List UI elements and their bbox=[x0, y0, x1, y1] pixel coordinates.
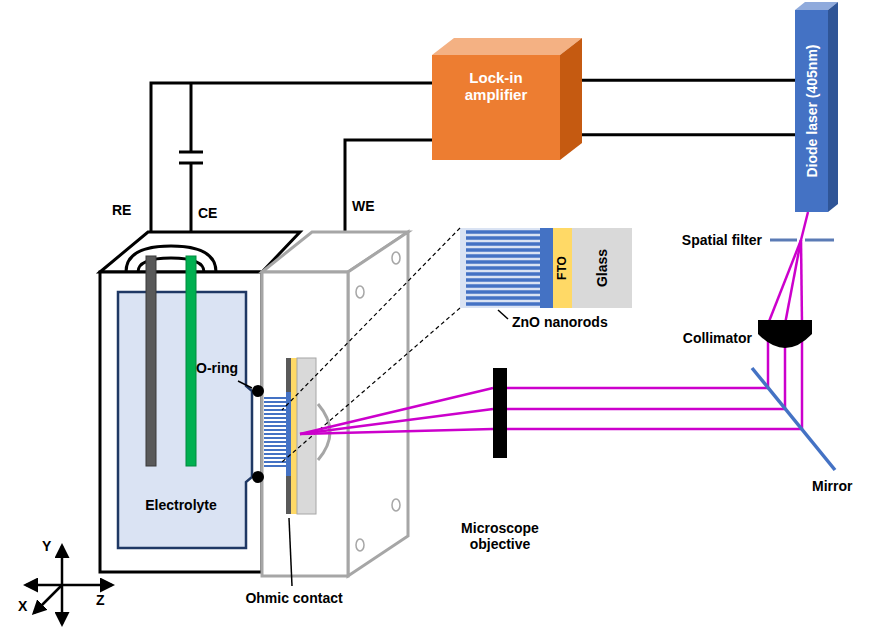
electrolyte-liquid bbox=[118, 292, 252, 548]
fto-layer bbox=[291, 358, 297, 514]
screw bbox=[392, 252, 400, 264]
holder-front-face bbox=[262, 272, 348, 576]
we-wire bbox=[345, 140, 432, 234]
capacitor-plate bbox=[179, 151, 203, 154]
laser-side-face bbox=[828, 2, 838, 212]
lockin-side-face bbox=[560, 38, 582, 160]
mirror bbox=[752, 368, 835, 470]
collimator-lens bbox=[758, 320, 812, 348]
instrument-name: Lock-in amplifier bbox=[448, 69, 544, 104]
layer-name: FTO bbox=[556, 256, 570, 280]
screw bbox=[392, 499, 400, 511]
ce-wire bbox=[190, 83, 193, 152]
axis-label: Z bbox=[96, 592, 105, 608]
reference-electrode bbox=[146, 256, 156, 466]
nanorod-leader bbox=[498, 310, 508, 319]
inset-seed-layer bbox=[540, 228, 553, 308]
o-ring bbox=[252, 471, 264, 483]
electrode-label: WE bbox=[352, 198, 375, 214]
spatial-filter bbox=[805, 239, 834, 242]
laser-beam bbox=[300, 212, 808, 434]
glass-band: Glass bbox=[572, 228, 632, 308]
lockin-top-face bbox=[432, 38, 582, 55]
screw bbox=[356, 286, 364, 298]
capacitor-plate bbox=[179, 162, 203, 165]
counter-electrode bbox=[186, 256, 196, 466]
fto-band: FTO bbox=[553, 228, 572, 308]
cell-body bbox=[100, 272, 262, 572]
holder-side-face bbox=[348, 232, 408, 576]
screw bbox=[356, 539, 364, 551]
inset-background bbox=[460, 228, 540, 308]
zoom-line bbox=[282, 228, 460, 410]
part-label: O-ring bbox=[196, 360, 238, 376]
cell-neck bbox=[126, 246, 216, 272]
nanorod-lines bbox=[264, 398, 286, 466]
part-label: Mirror bbox=[812, 478, 852, 494]
laser-box: Diode laser (405nm) bbox=[795, 10, 828, 212]
instrument-name: Diode laser (405nm) bbox=[803, 44, 819, 177]
glass-substrate bbox=[297, 358, 316, 514]
o-ring bbox=[252, 385, 264, 397]
spatial-filter bbox=[770, 239, 797, 242]
microscope-objective bbox=[493, 368, 507, 458]
axis-label: X bbox=[18, 598, 27, 614]
layer-name: Glass bbox=[594, 249, 610, 287]
inset-nanorods bbox=[466, 232, 540, 304]
part-label: Microscope objective bbox=[448, 520, 552, 552]
electrode-label: CE bbox=[198, 205, 217, 221]
axes bbox=[26, 546, 112, 624]
part-label: ZnO nanorods bbox=[512, 314, 608, 330]
electrode-label: RE bbox=[112, 202, 131, 218]
lockin-amplifier-box: Lock-in amplifier bbox=[432, 55, 560, 160]
signal-wire bbox=[560, 79, 795, 82]
part-label: Ohmic contact bbox=[245, 590, 342, 606]
ohmic-leader bbox=[289, 518, 292, 586]
part-label: Electrolyte bbox=[145, 497, 217, 513]
ohmic-contact bbox=[286, 358, 291, 392]
part-label: Spatial filter bbox=[682, 232, 762, 248]
zoom-line bbox=[282, 308, 460, 462]
axis-label: Y bbox=[42, 538, 51, 554]
o-ring-leader bbox=[238, 381, 252, 388]
signal-wire bbox=[560, 133, 795, 136]
ohmic-contact bbox=[286, 476, 291, 514]
part-label: Collimator bbox=[683, 330, 752, 346]
